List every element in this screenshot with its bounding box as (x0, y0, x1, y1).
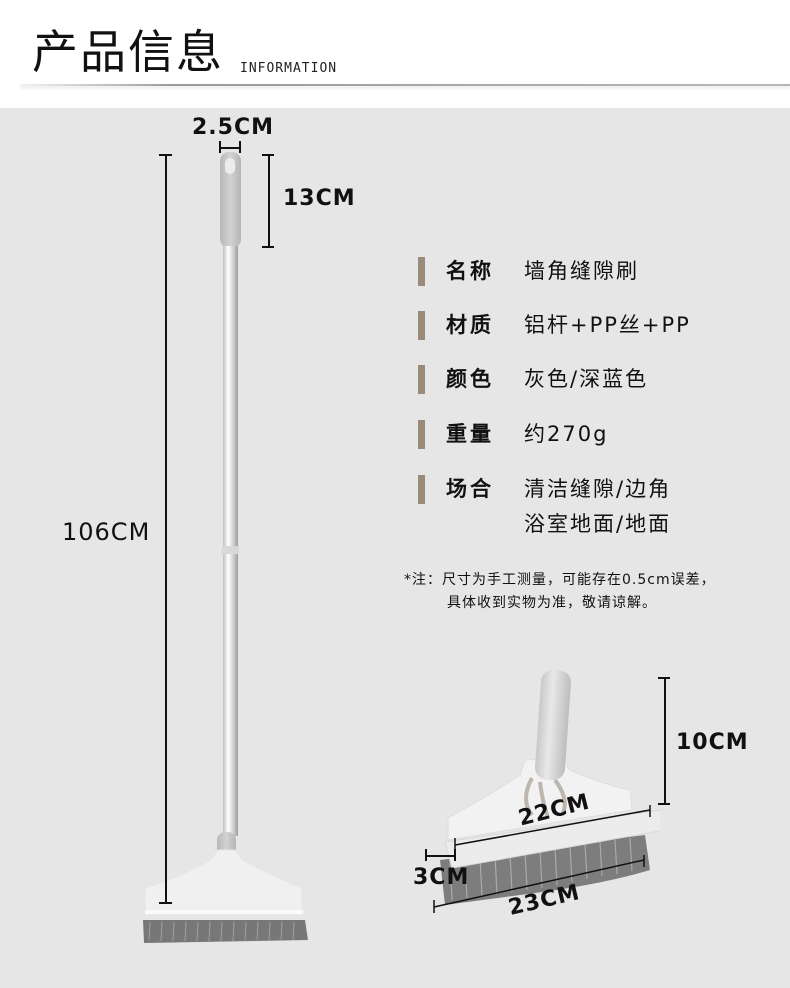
header-divider (20, 84, 790, 86)
dim-side-bristle: 3CM (413, 865, 470, 890)
accent-bar (418, 420, 425, 449)
dim-tick (239, 141, 241, 153)
header: 产品信息 INFORMATION (0, 0, 790, 108)
spec-row-usage: 场合 清洁缝隙/边角 浴室地面/地面 (418, 475, 671, 539)
brush-head-image (440, 670, 660, 905)
dim-tick (262, 246, 274, 248)
dim-line (165, 154, 167, 902)
brush-full-image (143, 152, 308, 943)
spec-label: 重量 (446, 422, 494, 446)
dim-tick (159, 154, 172, 156)
spec-label: 材质 (446, 313, 494, 337)
note-line2: 具体收到实物为准，敬请谅解。 (447, 595, 657, 611)
accent-bar (418, 365, 425, 394)
spec-value-line2: 浴室地面/地面 (524, 512, 672, 536)
dim-tick (219, 141, 221, 153)
spec-value: 约270g (524, 422, 609, 446)
spec-value-line1: 清洁缝隙/边角 (524, 477, 672, 501)
spec-value: 清洁缝隙/边角 浴室地面/地面 (524, 475, 671, 539)
spec-value: 灰色/深蓝色 (524, 367, 649, 391)
dim-total-length: 106CM (62, 518, 151, 546)
note-line1: *注：尺寸为手工测量，可能存在0.5cm误差， (404, 572, 716, 588)
dim-tick (454, 849, 456, 861)
spec-row-name: 名称 墙角缝隙刷 (418, 257, 639, 286)
accent-bar (418, 311, 425, 340)
dim-line (425, 855, 455, 857)
spec-label: 名称 (446, 259, 494, 283)
accent-bar (418, 475, 425, 504)
spec-label: 场合 (446, 477, 494, 501)
dim-line (664, 677, 666, 803)
dim-handle-length: 13CM (283, 186, 356, 211)
measurement-note: *注：尺寸为手工测量，可能存在0.5cm误差， 具体收到实物为准，敬请谅解。 (404, 569, 716, 615)
dim-tick (658, 803, 670, 805)
dim-tick (425, 849, 427, 861)
spec-value: 铝杆+PP丝+PP (524, 313, 691, 337)
spec-label: 颜色 (446, 367, 494, 391)
spec-value: 墙角缝隙刷 (524, 259, 639, 283)
dim-line-22 (454, 805, 651, 850)
accent-bar (418, 257, 425, 286)
page-subtitle: INFORMATION (240, 61, 338, 76)
dim-tick (262, 154, 274, 156)
spec-row-weight: 重量 约270g (418, 420, 608, 449)
dim-handle-width: 2.5CM (192, 115, 275, 140)
dim-line-23 (433, 855, 645, 913)
spec-row-material: 材质 铝杆+PP丝+PP (418, 311, 691, 340)
dim-head-height: 10CM (676, 730, 749, 755)
dim-tick (658, 677, 670, 679)
dim-line (268, 154, 270, 246)
dim-line (219, 147, 240, 149)
spec-row-color: 颜色 灰色/深蓝色 (418, 365, 648, 394)
page-title: 产品信息 (32, 25, 224, 79)
dim-tick (159, 902, 172, 904)
